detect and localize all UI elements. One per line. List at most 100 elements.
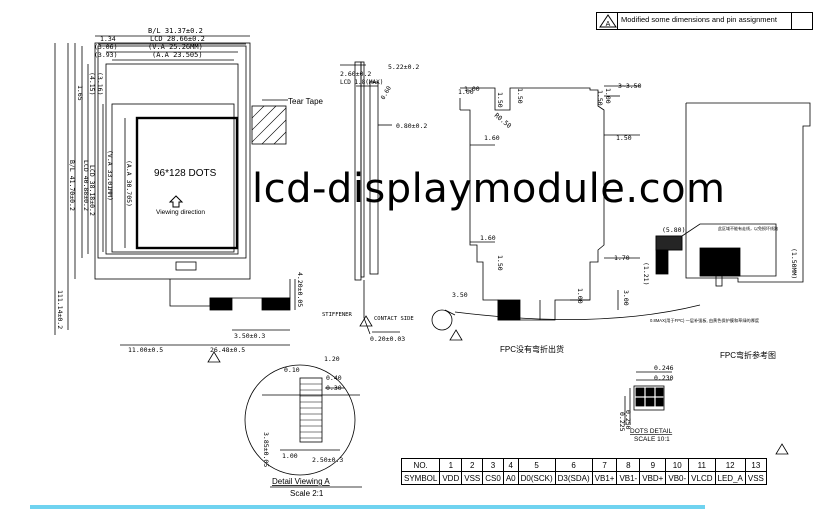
fpc-dim-150c: 1.50 <box>516 88 524 104</box>
fpc-dim-350: 3.50 <box>452 291 468 299</box>
dim-350: 3.50±0.3 <box>234 332 265 340</box>
bend-dim-150: (1.50MM) <box>790 248 798 279</box>
pin-symbol: VB1- <box>616 471 641 485</box>
glass-outline <box>105 63 239 255</box>
pin-symbol: VLCD <box>688 471 716 485</box>
contact-side-label: CONTACT SIDE <box>374 316 414 322</box>
dim-bl-height: B/L 41.70±0.2 <box>68 160 76 211</box>
fpc-dim-150: 1.50 <box>616 134 632 142</box>
dots-dim-250: 0.250 <box>624 410 632 430</box>
accent-bar <box>30 505 705 509</box>
pin-symbol: CS0 <box>482 471 504 485</box>
fpc-dim-r050: R0.50 <box>493 111 513 130</box>
dim-020: 0.20±0.03 <box>370 335 405 343</box>
detail-dim-030: 0.30 <box>326 384 342 392</box>
fpc-dim-170: 1.70 <box>614 254 630 262</box>
dim-lcd-width: LCD 28.66±0.2 <box>150 35 205 43</box>
dim-260: 2.60±0.2 <box>340 70 371 78</box>
revision-note: Modified some dimensions and pin assignm… <box>621 15 777 24</box>
bend-note-bottom: 0.8MAX(用于FPC) 一层补强板, 由黄色保护膜和草绿的厚度 <box>650 317 760 324</box>
fpc-dim-350-range: 3~3.50 <box>618 82 642 90</box>
bend-dim-580: (5.80) <box>662 226 685 234</box>
bend-note-top: 此区域不能有走线，以免损坏线路 <box>718 225 778 231</box>
pin-header-symbol: SYMBOL <box>400 471 441 485</box>
bend-dim-121: (1.21) <box>642 262 650 285</box>
dim-306: (3.06) <box>94 43 117 51</box>
dim-415: (4.15) <box>88 72 96 95</box>
detail-a-scale: Scale 2:1 <box>290 489 324 498</box>
pin-symbol: D0(SCK) <box>517 471 556 485</box>
dim-393: (3.93) <box>94 51 117 59</box>
fpc-dim-100c: 1.00 <box>464 85 480 93</box>
dim-1100: 11.00±0.5 <box>128 346 163 354</box>
dim-134: 1.34 <box>100 35 116 43</box>
pin-no: 9 <box>639 458 667 472</box>
backlight-outline <box>94 42 251 280</box>
dim-522: 5.22±0.2 <box>388 63 419 71</box>
detail-dim-385: 3.85±0.05 <box>262 432 270 467</box>
dim-va-height: (V.A 33.01MM) <box>106 150 114 201</box>
dots-dim-225: 0.225 <box>618 412 626 432</box>
view-area <box>111 103 235 253</box>
revision-marker-icon <box>207 351 221 363</box>
revision-separator-end <box>791 13 792 29</box>
pin-symbol: VBD+ <box>639 471 667 485</box>
tear-tape-label: Tear Tape <box>288 97 324 106</box>
pin-symbol: D3(SDA) <box>554 471 593 485</box>
revision-separator <box>617 13 618 29</box>
pin-no: 6 <box>554 458 593 472</box>
fpc-dim-100b: 1.00 <box>576 288 584 304</box>
dots-dim-230: 0.230 <box>654 374 674 382</box>
viewing-direction-label: Viewing direction <box>156 209 205 216</box>
dim-aa-height: (A.A 30.705) <box>125 160 133 207</box>
pin-no: 2 <box>461 458 484 472</box>
fpc-unbent-caption: FPC没有弯折出货 <box>500 344 564 354</box>
detail-dim-250: 2.50±0.3 <box>312 456 343 464</box>
display-text: 96*128 DOTS <box>154 168 217 179</box>
detail-dim-040: 0.40 <box>326 374 342 382</box>
dim-va-width: (V.A 25.26MM) <box>148 43 203 51</box>
pin-no: 3 <box>482 458 504 472</box>
fpc-dim-150b: 1.50 <box>596 90 604 106</box>
lcd-outline <box>97 45 247 259</box>
revision-triangle-icon: A <box>599 14 617 28</box>
pin-symbol: LED_A <box>714 471 746 485</box>
dim-080: 0.80±0.2 <box>396 122 427 130</box>
pin-symbol: A0 <box>502 471 519 485</box>
viewing-direction-icon <box>168 195 184 208</box>
dim-165: 1.65 <box>76 85 84 101</box>
svg-text:A: A <box>606 21 611 28</box>
fpc-dim-160: 1.60 <box>484 134 500 142</box>
watermark-text: lcd-displaymodule.com <box>252 166 726 212</box>
pin-symbol: VB0- <box>665 471 690 485</box>
dim-bl-width: B/L 31.37±0.2 <box>148 27 203 35</box>
pin-symbol-row: SYMBOL VDD VSS CS0 A0 D0(SCK) D3(SDA) VB… <box>400 471 767 485</box>
stiffener-label: STIFFENER <box>322 312 352 318</box>
fpc-dim-160b: 1.60 <box>480 234 496 242</box>
pin-no: 5 <box>517 458 556 472</box>
pin-symbol: VSS <box>744 471 767 485</box>
fpc-bend-caption: FPC弯折参考图 <box>720 350 776 360</box>
pin-no: 7 <box>591 458 618 472</box>
pin-symbol: VDD <box>439 471 463 485</box>
fpc-dim-300: 3.00 <box>622 290 630 306</box>
tear-tape <box>251 105 287 145</box>
dim-aa-width: (A.A 23.505) <box>152 51 203 59</box>
detail-a-title: Detail Viewing A <box>272 477 330 486</box>
pin-no: 4 <box>502 458 519 472</box>
pin-no: 13 <box>744 458 767 472</box>
detail-dim-100: 1.00 <box>282 452 298 460</box>
dots-dim-246: 0.246 <box>654 364 674 372</box>
dim-060: 0.60 <box>380 85 393 101</box>
detail-dim-010: 0.10 <box>284 366 300 374</box>
fpc-dim-100d: 1.00 <box>604 88 612 104</box>
pin-no: 1 <box>439 458 463 472</box>
pin-number-row: NO. 1 2 3 4 5 6 7 8 9 10 11 12 13 <box>400 458 767 472</box>
active-area <box>135 116 239 250</box>
dim-lcd-height: LCD 38.18±0.2 <box>88 165 96 216</box>
pin-no: 11 <box>688 458 716 472</box>
dim-total-height: 111.14±0.2 <box>56 290 64 329</box>
dim-lcd2-height: LCD 40.88±0.2 <box>82 160 90 211</box>
detail-dim-120: 1.20 <box>324 355 340 363</box>
